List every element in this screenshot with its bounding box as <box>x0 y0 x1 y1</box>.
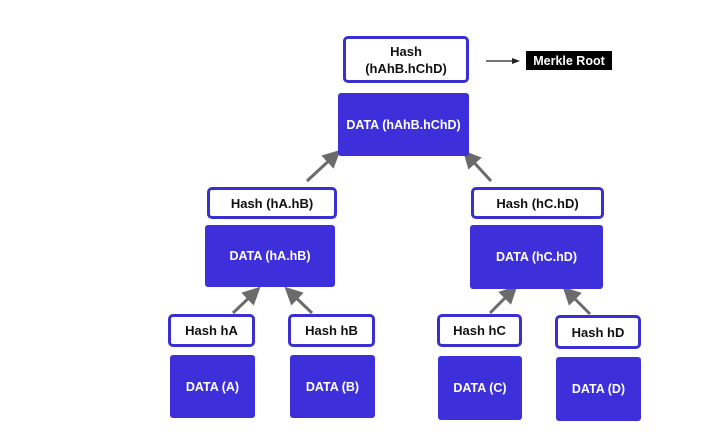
left-branch-hash-box: Hash (hA.hB) <box>207 187 337 219</box>
arrow-left-branch-to-root <box>305 149 341 183</box>
root-data-box: DATA (hAhB.hChD) <box>338 93 469 156</box>
merkle-root-label: Merkle Root <box>526 51 612 70</box>
arrow-leaf-d-to-right-branch <box>562 286 592 316</box>
leaf-d-hash-box: Hash hD <box>555 315 641 349</box>
leaf-b-data-box: DATA (B) <box>290 355 375 418</box>
leaf-b-hash-box: Hash hB <box>288 314 375 347</box>
root-hash-line1: Hash <box>390 43 422 59</box>
arrow-right-branch-to-root <box>462 150 493 183</box>
arrow-leaf-b-to-left-branch <box>284 286 314 315</box>
leaf-c-data-box: DATA (C) <box>438 356 522 420</box>
leaf-c-hash-box: Hash hC <box>437 314 522 347</box>
left-branch-data-box: DATA (hA.hB) <box>205 225 335 287</box>
root-hash-line2: (hAhB.hChD) <box>365 60 447 76</box>
leaf-d-data-box: DATA (D) <box>556 357 641 421</box>
leaf-a-hash-box: Hash hA <box>168 314 255 347</box>
right-branch-hash-box: Hash (hC.hD) <box>471 187 604 219</box>
arrow-leaf-c-to-right-branch <box>488 285 518 315</box>
root-hash-box: Hash (hAhB.hChD) <box>343 36 469 83</box>
right-branch-data-box: DATA (hC.hD) <box>470 225 603 289</box>
leaf-a-data-box: DATA (A) <box>170 355 255 418</box>
arrow-leaf-a-to-left-branch <box>231 286 261 315</box>
